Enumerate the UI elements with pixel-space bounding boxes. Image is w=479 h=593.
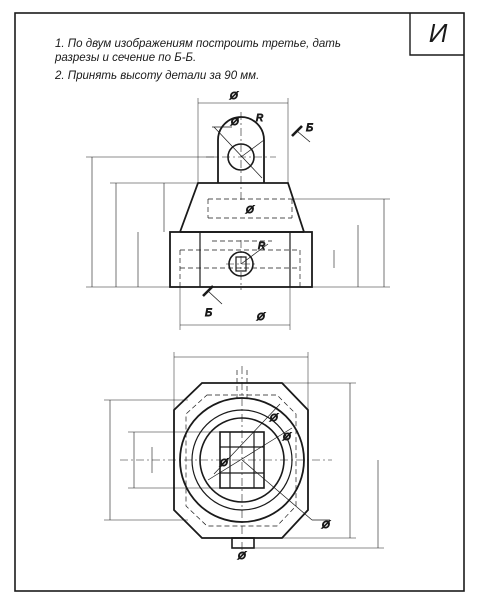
top-view: Ø Ø Ø Ø Ø	[104, 352, 384, 563]
section-label-top: Б	[306, 122, 313, 134]
sheet-frame	[14, 12, 465, 592]
top-diameter-label-2: Ø	[269, 413, 279, 424]
lug-diameter-label: Ø	[230, 117, 240, 128]
task-line-2: 2. Принять высоту детали за 90 мм.	[55, 70, 260, 82]
bottom-lug-diameter-label: Ø	[237, 551, 247, 562]
lug-radius-label: R	[256, 113, 263, 124]
top-diam-leader-1	[207, 427, 293, 481]
task-line-1-b: разрезы и сечение по Б-Б.	[55, 52, 197, 64]
base-block	[169, 231, 313, 288]
variant-letter: И	[428, 18, 448, 48]
task-line-1-a: 1. По двум изображениям построить третье…	[55, 38, 341, 50]
bottom-lug	[231, 537, 255, 549]
section-arrow-bottom	[207, 290, 223, 305]
base-radius-leader	[240, 243, 269, 265]
upper-body	[179, 182, 305, 233]
variant-box	[409, 13, 464, 56]
top-diam-leader-3	[241, 459, 313, 521]
lug-diameter-leader	[213, 126, 263, 179]
top-diam-leader-2	[213, 403, 281, 475]
base-radius-label: R	[258, 241, 265, 252]
section-label-bottom: Б	[205, 307, 212, 319]
upper-hidden-diameter: Ø	[245, 205, 255, 216]
front-view: Ø Ø Ø	[86, 91, 390, 330]
top-hidden-outline	[185, 394, 297, 527]
top-diameter-label-1: Ø	[219, 458, 229, 469]
section-arrow-top	[296, 130, 311, 143]
bottom-diameter-label: Ø	[256, 312, 266, 323]
top-diameter-label-4: Ø	[321, 520, 331, 531]
top-diameter-label-3: Ø	[282, 432, 292, 443]
top-diameter-label: Ø	[229, 91, 239, 102]
task-line-1: 1. По двум изображениям построить третье…	[55, 37, 341, 65]
lug-radius-leader	[240, 139, 265, 158]
